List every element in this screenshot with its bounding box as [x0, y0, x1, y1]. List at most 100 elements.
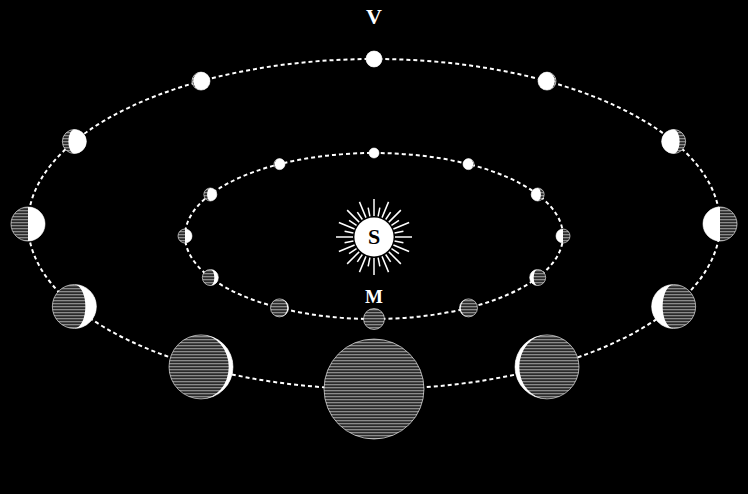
planet [369, 148, 379, 158]
planet-lit-side [28, 207, 45, 241]
sun-ray [386, 254, 391, 261]
planet [202, 270, 218, 286]
planet [538, 72, 556, 90]
sun-ray [378, 258, 380, 267]
sun-ray [345, 231, 354, 233]
sun-ray [349, 249, 356, 254]
planet-lit-side [68, 130, 86, 154]
planet [204, 188, 217, 201]
sun-ray [339, 222, 355, 229]
planet-dark-side [652, 285, 696, 329]
planet [324, 339, 424, 439]
planet [271, 299, 289, 317]
planet-dark-side [271, 299, 289, 317]
planet-dark-side [169, 335, 233, 399]
sun-letter: S [368, 226, 380, 248]
planet-phases [11, 51, 737, 439]
sun-ray [345, 241, 354, 243]
planet-dark-side [192, 72, 210, 90]
planet-dark-side [460, 299, 478, 317]
planet-dark-side [62, 130, 86, 154]
planet-dark-side [530, 270, 546, 286]
planet [11, 207, 45, 241]
sun-ray [395, 236, 412, 238]
planet [366, 51, 382, 67]
sun-ray [389, 210, 401, 222]
planet-dark-side [463, 159, 474, 170]
planet-dark-side [324, 339, 424, 439]
planet-dark-side [703, 207, 737, 241]
planet-lit-side [556, 229, 563, 243]
planet-lit-side [538, 72, 555, 90]
planet [364, 309, 385, 330]
planet [192, 72, 210, 90]
planet-dark-side [364, 309, 385, 330]
planet-dark-side [515, 335, 579, 399]
sun-disc: S [354, 217, 394, 257]
planet-dark-side [52, 285, 96, 329]
planet [62, 130, 86, 154]
planet-dark-side [369, 148, 379, 158]
planet-lit-side [193, 72, 210, 90]
planet [463, 159, 474, 170]
planet-lit-side [703, 207, 720, 241]
planet-lit-side [210, 270, 218, 286]
sun-rays [336, 199, 412, 275]
sun-ray [347, 210, 359, 222]
sun-ray [386, 212, 391, 219]
planet [274, 159, 285, 170]
planet [531, 188, 544, 201]
planet [52, 285, 96, 329]
planet [703, 207, 737, 241]
planet-lit-side [662, 130, 680, 154]
sun-ray [359, 256, 366, 272]
sun-ray [393, 245, 409, 252]
sun-ray [393, 222, 409, 229]
sun-ray [382, 256, 389, 272]
inner-orbit [185, 153, 563, 319]
planet [178, 229, 192, 243]
planet-lit-side [201, 335, 233, 399]
sun-ray [391, 249, 398, 254]
planet-lit-side [515, 335, 547, 399]
planet [460, 299, 478, 317]
planet [652, 285, 696, 329]
planet-dark-side [538, 72, 556, 90]
planet-label: M [365, 287, 383, 306]
planet-lit-side [531, 188, 541, 201]
sun-ray [368, 208, 370, 217]
planet-lit-side [652, 285, 674, 329]
planet [662, 130, 686, 154]
sun-ray [357, 212, 362, 219]
sun-ray [382, 202, 389, 218]
planet-lit-side [280, 299, 289, 317]
planet [556, 229, 570, 243]
planet [169, 335, 233, 399]
planet-lit-side [369, 148, 379, 158]
planet [530, 270, 546, 286]
planet-dark-side [531, 188, 544, 201]
planet-lit-side [463, 159, 473, 170]
planet-dark-side [204, 188, 217, 201]
planet-lit-side [275, 159, 285, 170]
planet-lit-side [366, 51, 382, 67]
sun-ray [378, 208, 380, 217]
sun-ray [359, 202, 366, 218]
sun-ray [389, 252, 401, 264]
sun-ray [347, 252, 359, 264]
planet-dark-side [274, 159, 285, 170]
planet-lit-side [185, 229, 192, 243]
sun-ray [391, 220, 398, 225]
planet-dark-side [556, 229, 570, 243]
sun-ray [395, 231, 404, 233]
planet-dark-side [11, 207, 45, 241]
sun-ray [373, 199, 375, 216]
planet-lit-side [530, 270, 538, 286]
planet-label: V [366, 6, 382, 28]
planet-dark-side [178, 229, 192, 243]
sun-ray [373, 258, 375, 275]
sun-ray [336, 236, 353, 238]
planet-lit-side [74, 285, 96, 329]
planet-lit-side [207, 188, 217, 201]
